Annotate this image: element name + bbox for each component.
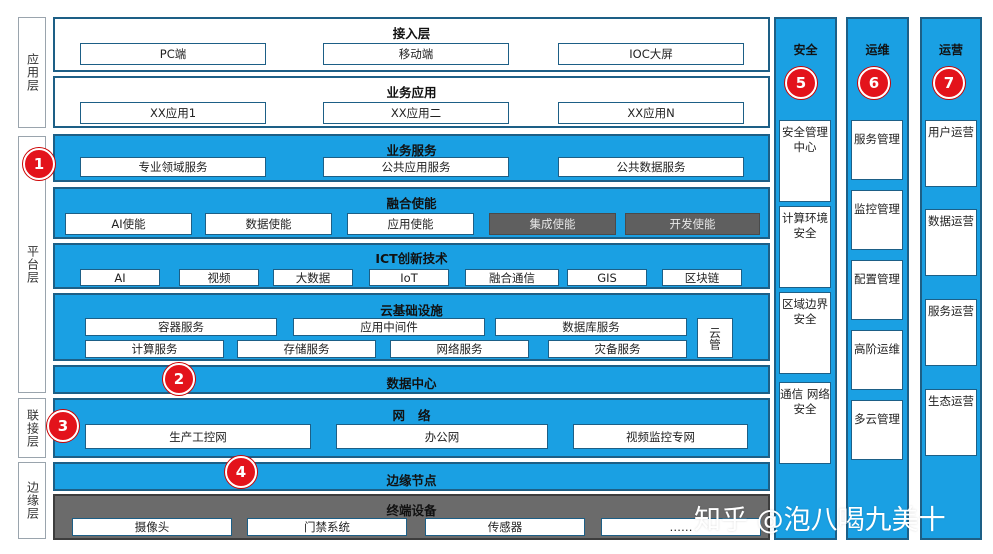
terminal-camera: 摄像头 (72, 518, 232, 536)
fusion-data: 数据使能 (205, 213, 332, 235)
ict-layer: ICT创新技术 AI 视频 大数据 IoT 融合通信 GIS 区块链 (53, 243, 770, 289)
cloud-disaster-recovery: 灾备服务 (548, 340, 687, 358)
cloud-database: 数据库服务 (495, 318, 687, 336)
security-mgmt-center: 安全管理中心 (779, 120, 831, 202)
ops-multicloud-mgmt: 多云管理 (851, 400, 903, 460)
business-app-1: XX应用1 (80, 102, 266, 124)
edge-node-title: 边缘节点 (386, 473, 437, 488)
badge-3: 3 (47, 410, 79, 442)
fusion-title: 融合使能 (386, 196, 437, 211)
access-layer-title: 接入层 (392, 26, 431, 41)
ops-config-mgmt: 配置管理 (851, 260, 903, 320)
cloud-layer: 云基础设施 容器服务 应用中间件 数据库服务 计算服务 存储服务 网络服务 灾备… (53, 293, 770, 361)
layer-label-edge: 边缘层 (18, 462, 46, 539)
fusion-app: 应用使能 (347, 213, 474, 235)
business-service-title: 业务服务 (386, 143, 437, 158)
ops-monitor-mgmt: 监控管理 (851, 190, 903, 250)
datacenter-title: 数据中心 (386, 376, 437, 391)
operation-data: 数据运营 (925, 209, 977, 276)
business-app-title: 业务应用 (386, 85, 437, 100)
ict-iot: IoT (369, 269, 449, 286)
network-office: 办公网 (336, 424, 548, 449)
operation-column: 运营 用户运营 数据运营 服务运营 生态运营 (920, 17, 982, 540)
business-service-public-data: 公共数据服务 (558, 157, 744, 177)
security-title: 安全 (793, 43, 818, 57)
network-title: 网 络 (392, 408, 431, 423)
business-service-domain: 专业领域服务 (80, 157, 266, 177)
security-area-boundary: 区域边界安全 (779, 292, 831, 374)
operation-title: 运营 (938, 43, 963, 57)
cloud-title: 云基础设施 (380, 303, 443, 318)
badge-5: 5 (785, 67, 817, 99)
access-ioc: IOC大屏 (558, 43, 744, 65)
layer-label-app: 应用层 (18, 17, 46, 128)
access-layer: 接入层 PC端 移动端 IOC大屏 (53, 17, 770, 72)
badge-7: 7 (933, 67, 965, 99)
cloud-middleware: 应用中间件 (293, 318, 485, 336)
cloud-container: 容器服务 (85, 318, 277, 336)
network-video-surveillance: 视频监控专网 (573, 424, 748, 449)
datacenter-layer: 数据中心 (53, 365, 770, 394)
fusion-dev: 开发使能 (625, 213, 760, 235)
ict-title: ICT创新技术 (375, 251, 448, 266)
operation-ecosystem: 生态运营 (925, 389, 977, 456)
ict-bigdata: 大数据 (273, 269, 353, 286)
security-comm-network: 通信 网络安全 (779, 382, 831, 464)
business-service-public-app: 公共应用服务 (323, 157, 509, 177)
fusion-layer: 融合使能 AI使能 数据使能 应用使能 集成使能 开发使能 (53, 187, 770, 239)
watermark-text: 知乎 @泡八喝九美十 (694, 505, 946, 536)
ops-column: 运维 服务管理 监控管理 配置管理 高阶运维 多云管理 (846, 17, 909, 540)
business-app-2: XX应用二 (323, 102, 509, 124)
fusion-ai: AI使能 (65, 213, 192, 235)
ict-gis: GIS (567, 269, 647, 286)
badge-1: 1 (23, 148, 55, 180)
business-service-layer: 业务服务 专业领域服务 公共应用服务 公共数据服务 (53, 134, 770, 182)
ict-blockchain: 区块链 (662, 269, 742, 286)
business-app-layer: 业务应用 XX应用1 XX应用二 XX应用N (53, 76, 770, 128)
ops-title: 运维 (865, 43, 890, 57)
security-compute-env: 计算环境安全 (779, 206, 831, 288)
ops-advanced: 高阶运维 (851, 330, 903, 390)
terminal-title: 终端设备 (386, 503, 437, 518)
terminal-access-control: 门禁系统 (247, 518, 407, 536)
security-column: 安全 安全管理中心 计算环境安全 区域边界安全 通信 网络安全 (774, 17, 837, 540)
cloud-compute: 计算服务 (85, 340, 224, 358)
edge-node-layer: 边缘节点 (53, 462, 770, 491)
network-layer: 网 络 生产工控网 办公网 视频监控专网 (53, 398, 770, 458)
terminal-more: …… (601, 518, 761, 536)
terminal-sensor: 传感器 (425, 518, 585, 536)
cloud-management: 云管 (697, 318, 733, 358)
ops-service-mgmt: 服务管理 (851, 120, 903, 180)
badge-6: 6 (858, 67, 890, 99)
operation-service: 服务运营 (925, 299, 977, 366)
cloud-storage: 存储服务 (237, 340, 376, 358)
cloud-network: 网络服务 (390, 340, 529, 358)
business-app-n: XX应用N (558, 102, 744, 124)
ict-fusion-comm: 融合通信 (465, 269, 559, 286)
terminal-layer: 终端设备 摄像头 门禁系统 传感器 …… (53, 494, 770, 540)
access-pc: PC端 (80, 43, 266, 65)
operation-user: 用户运营 (925, 120, 977, 187)
badge-2: 2 (163, 363, 195, 395)
network-production: 生产工控网 (85, 424, 311, 449)
layer-label-link: 联接层 (18, 398, 46, 458)
badge-4: 4 (225, 456, 257, 488)
access-mobile: 移动端 (323, 43, 509, 65)
ict-video: 视频 (179, 269, 259, 286)
ict-ai: AI (80, 269, 160, 286)
fusion-integration: 集成使能 (489, 213, 616, 235)
